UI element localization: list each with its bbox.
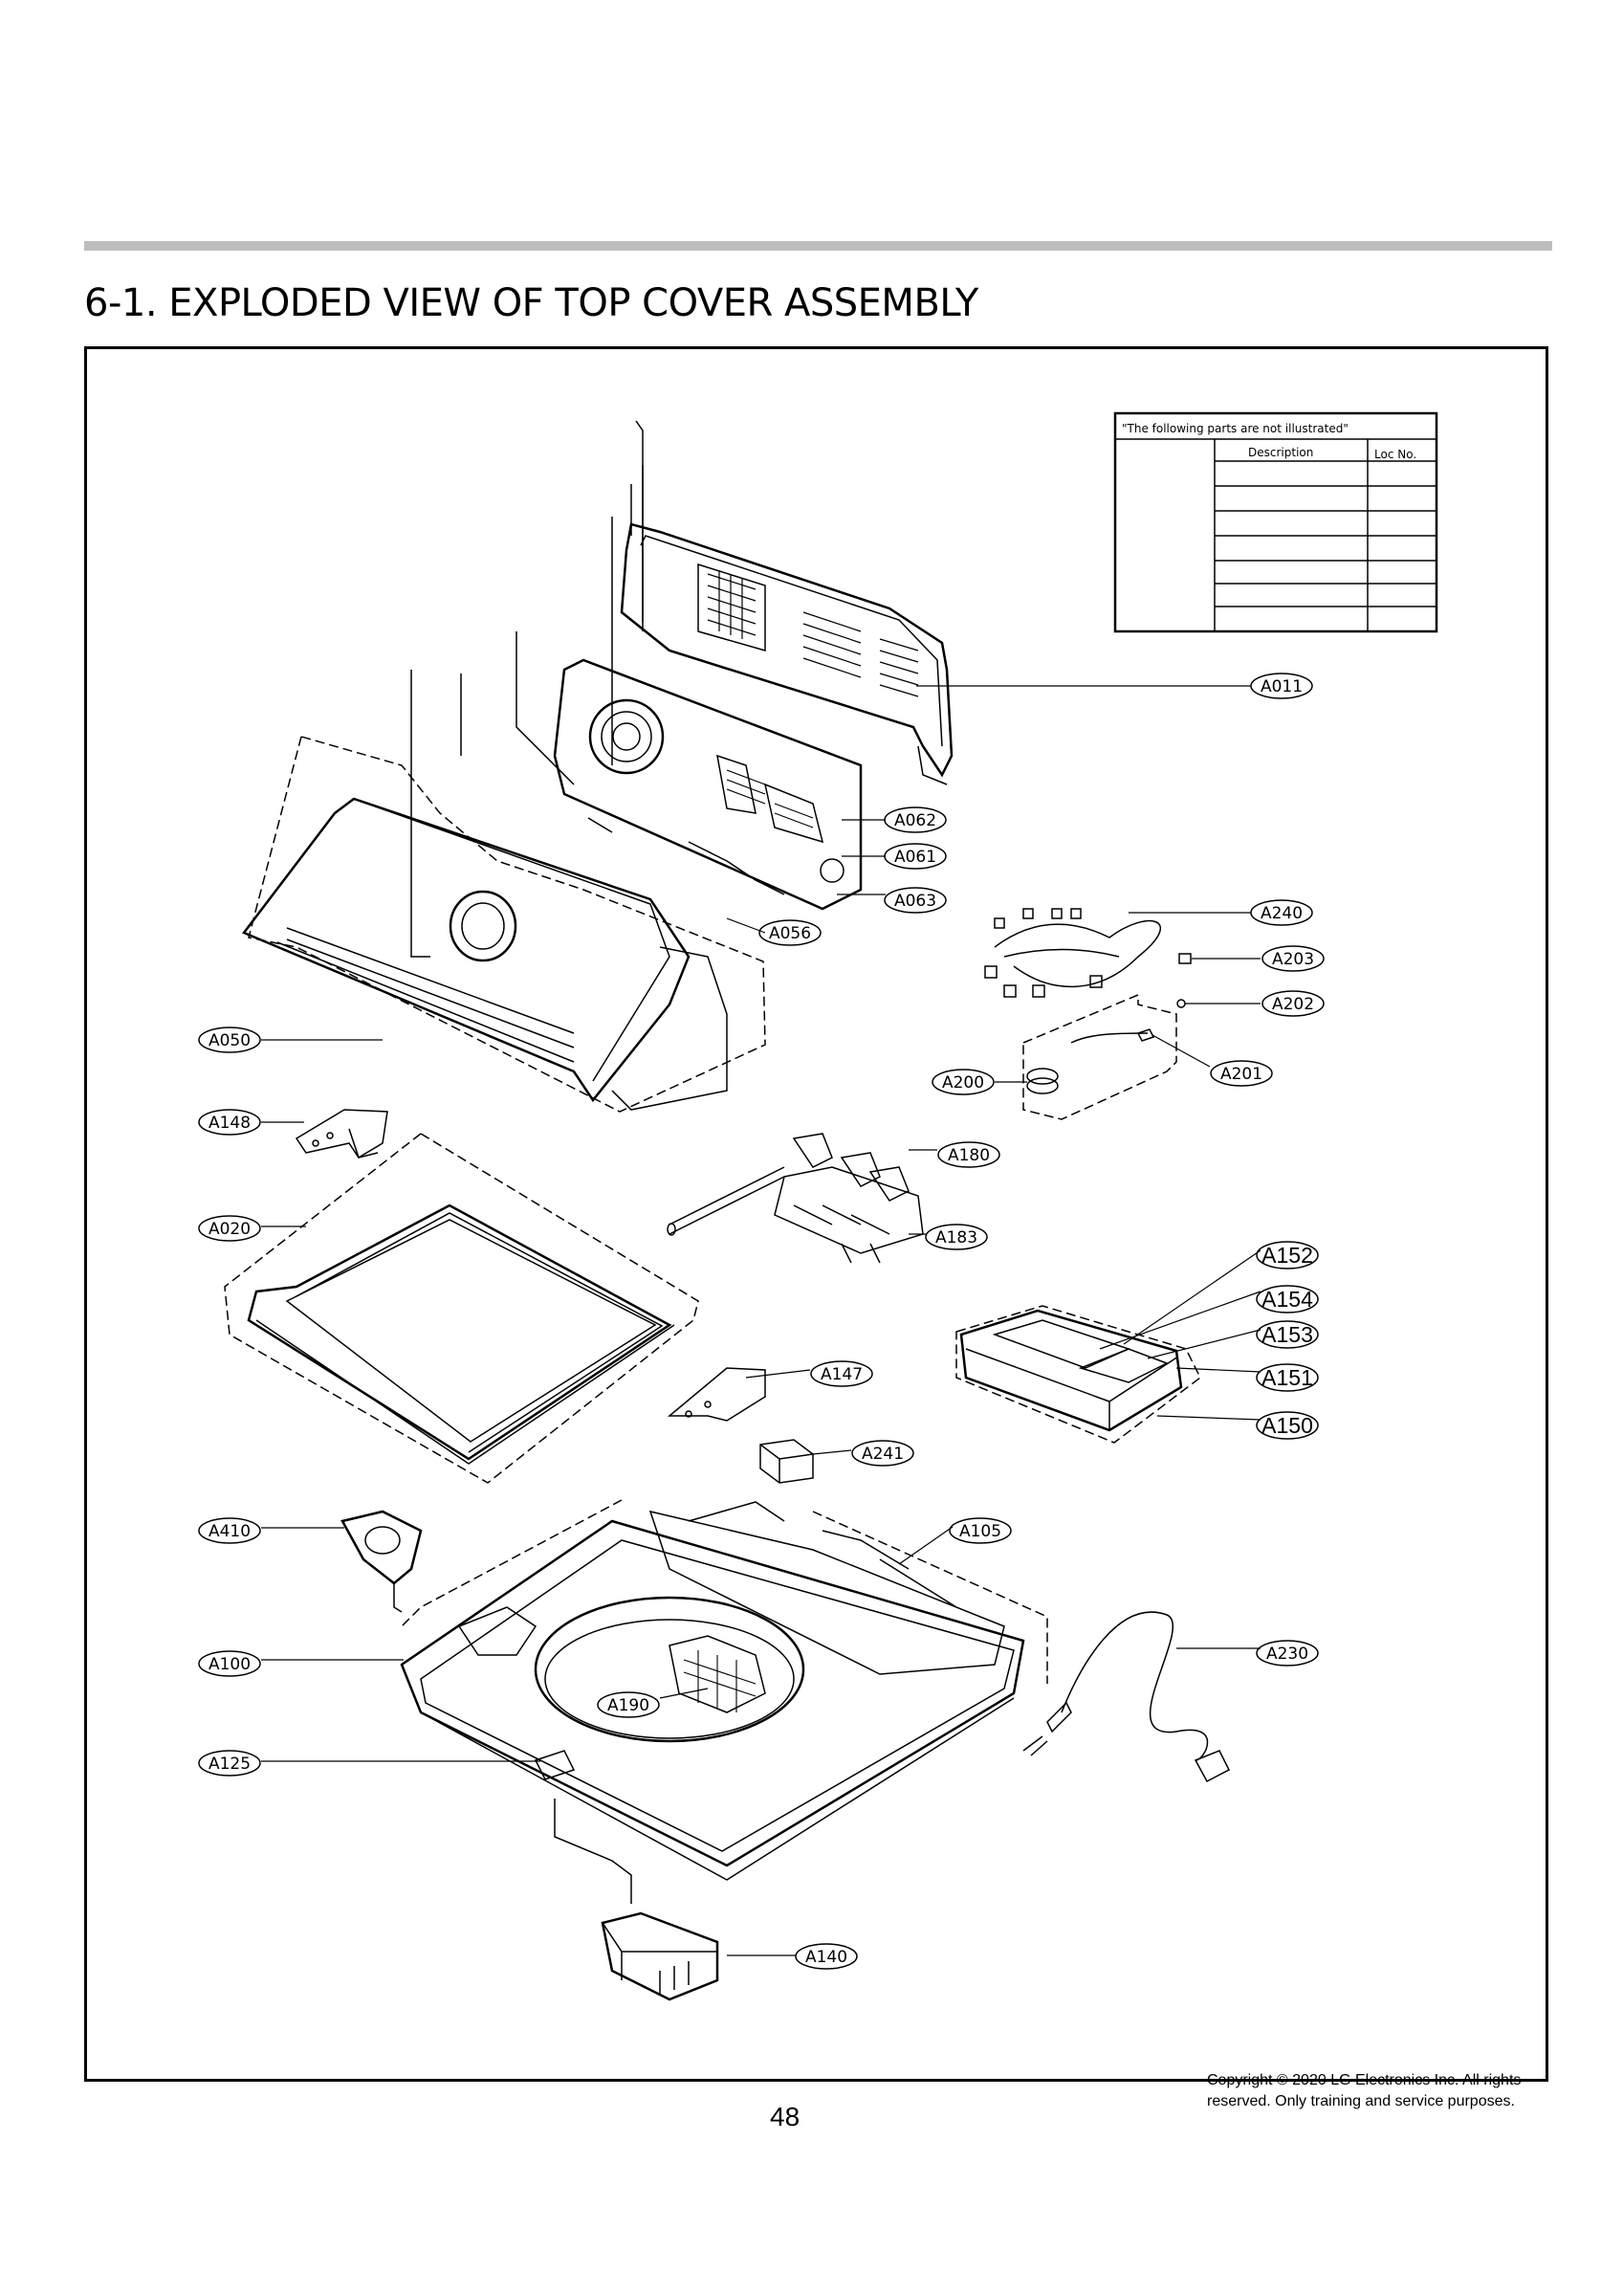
page-number: 48 bbox=[770, 2102, 801, 2131]
lid-part bbox=[224, 1133, 699, 1484]
callout-A240: A240 bbox=[1261, 904, 1303, 923]
callout-A140: A140 bbox=[805, 1948, 847, 1967]
callout-A180: A180 bbox=[948, 1146, 990, 1165]
callout-A050: A050 bbox=[208, 1031, 251, 1050]
callout-A100: A100 bbox=[208, 1655, 251, 1674]
callout-labels: A011 A062 A061 A063 A056 A240 A203 A202 … bbox=[198, 673, 1325, 1970]
callout-A153: A153 bbox=[1261, 1322, 1313, 1347]
top-cover-part bbox=[400, 1499, 1048, 1904]
callout-A200: A200 bbox=[942, 1073, 984, 1093]
callout-A150: A150 bbox=[1261, 1413, 1313, 1438]
callout-A183: A183 bbox=[935, 1228, 977, 1247]
callout-A148: A148 bbox=[208, 1114, 251, 1133]
callout-A203: A203 bbox=[1272, 950, 1314, 969]
callout-leaders bbox=[261, 685, 1261, 1956]
callout-A230: A230 bbox=[1266, 1645, 1308, 1664]
callout-A063: A063 bbox=[894, 892, 936, 911]
table-col-loc: Loc No. bbox=[1374, 448, 1416, 461]
detergent-dispenser-part bbox=[955, 1305, 1201, 1444]
control-panel-back-part bbox=[611, 420, 954, 785]
copyright-notice: Copyright © 2020 LG Electronics Inc. All… bbox=[1207, 2070, 1609, 2112]
power-cord-part bbox=[1022, 1611, 1231, 1783]
callout-A202: A202 bbox=[1272, 995, 1314, 1014]
assembly-guide-lines bbox=[410, 465, 644, 958]
callout-A154: A154 bbox=[1261, 1287, 1313, 1312]
not-illustrated-table: "The following parts are not illustrated… bbox=[1113, 411, 1438, 633]
relay-part bbox=[759, 1439, 814, 1484]
callout-A147: A147 bbox=[821, 1365, 863, 1384]
lid-hinge-right-part bbox=[667, 1367, 766, 1422]
pressure-switch-part bbox=[1022, 993, 1177, 1120]
callout-A201: A201 bbox=[1220, 1065, 1262, 1084]
wire-harness-part bbox=[984, 908, 1192, 1008]
callout-A056: A056 bbox=[769, 924, 811, 943]
table-col-description: Description bbox=[1248, 446, 1313, 459]
callout-A062: A062 bbox=[894, 811, 936, 830]
callout-A105: A105 bbox=[959, 1522, 1001, 1541]
callout-A410: A410 bbox=[208, 1522, 251, 1541]
callout-A061: A061 bbox=[894, 848, 936, 867]
page-title: 6-1. EXPLODED VIEW OF TOP COVER ASSEMBLY bbox=[84, 281, 978, 325]
inlet-valve-part bbox=[667, 1133, 924, 1264]
copyright-line-2: reserved. Only training and service purp… bbox=[1207, 2093, 1515, 2109]
control-panel-frame-part bbox=[242, 736, 766, 1113]
header-rule bbox=[84, 241, 1552, 251]
pcb-assembly-part bbox=[553, 658, 863, 911]
copyright-line-1: Copyright © 2020 LG Electronics Inc. All… bbox=[1207, 2072, 1522, 2088]
callout-A020: A020 bbox=[208, 1220, 251, 1239]
diagram-frame bbox=[84, 346, 1548, 2082]
table-caption: "The following parts are not illustrated… bbox=[1122, 422, 1349, 435]
callout-A241: A241 bbox=[862, 1445, 904, 1464]
callout-A011: A011 bbox=[1261, 677, 1303, 696]
callout-A152: A152 bbox=[1261, 1243, 1313, 1268]
lid-hinge-part bbox=[295, 1109, 388, 1159]
callout-A151: A151 bbox=[1261, 1365, 1313, 1390]
lint-filter-cap-part bbox=[340, 1510, 423, 1613]
callout-A125: A125 bbox=[208, 1755, 251, 1774]
callout-A190: A190 bbox=[607, 1696, 649, 1715]
door-lock-part bbox=[601, 1911, 719, 2001]
